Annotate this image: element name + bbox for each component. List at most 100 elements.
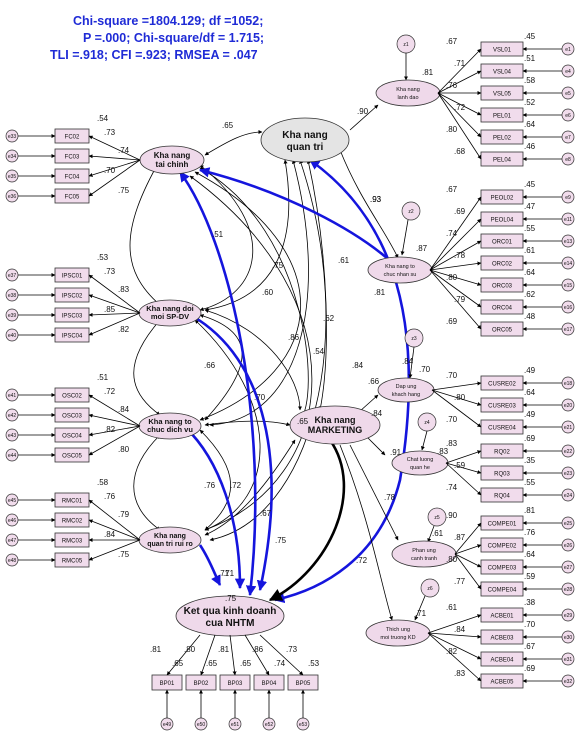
loading-arrow (429, 269, 482, 330)
loading-value: .73 (104, 267, 116, 276)
loading-value: .71 (454, 59, 466, 68)
loading-value: .81 (218, 645, 230, 654)
latent-kha-nang-tai-chinh: Kha nang tai chinh (139, 145, 205, 175)
r2-value: .65 (172, 659, 184, 668)
error-label: e33 (8, 134, 17, 140)
latent-lanh-dao: Kha nang lanh dao (375, 79, 441, 107)
indicator-label: PEOL02 (491, 196, 514, 202)
loading-value: .72 (454, 103, 466, 112)
loading-value: .69 (454, 207, 466, 216)
latent-kha-nang-quan-tri: Kha nang quan tri (260, 117, 350, 163)
indicator-label: PEL01 (493, 114, 512, 120)
indicator-label: COMPE01 (488, 522, 517, 528)
error-label: e7 (565, 135, 571, 141)
loading-value: .82 (104, 425, 116, 434)
loading-value: .83 (118, 285, 130, 294)
svg-text:z6: z6 (427, 586, 433, 592)
fit-line-1: Chi-square =1804.129; df =1052; (73, 14, 263, 28)
r2-value: .64 (524, 268, 536, 277)
error-label: e1 (565, 47, 571, 53)
error-label: e46 (8, 518, 17, 524)
correlation-value: .62 (323, 314, 335, 323)
loading-arrow (429, 240, 482, 271)
loading-value: .68 (454, 147, 466, 156)
error-label: e38 (8, 293, 17, 299)
r2-value: .58 (524, 76, 536, 85)
r2-value: .64 (524, 388, 536, 397)
svg-text:Chat luong: Chat luong (407, 457, 434, 463)
loading-value: .73 (286, 645, 298, 654)
loading-value: .90 (446, 511, 458, 520)
indicator-label: FC03 (65, 155, 80, 161)
svg-text:Kha nang: Kha nang (314, 415, 355, 425)
loading-arrow (88, 425, 141, 437)
indicator-label: BP05 (296, 681, 311, 687)
r2-value: .76 (524, 528, 536, 537)
loading-arrow (88, 274, 141, 314)
indicator-label: RMC03 (62, 539, 83, 545)
r2-latent-dung: .70 (419, 365, 431, 374)
indicator-label: IPSC04 (62, 334, 83, 340)
loading-value: .80 (184, 645, 196, 654)
r2-value: .69 (524, 664, 536, 673)
svg-text:z3: z3 (411, 336, 417, 342)
loading-value: .70 (446, 371, 458, 380)
error-label: e15 (564, 283, 573, 289)
correlation-value: .81 (374, 288, 386, 297)
r2-value: .65 (206, 659, 218, 668)
indicator-label: OSC02 (62, 394, 82, 400)
svg-text:chuc dich vu: chuc dich vu (147, 425, 193, 434)
indicator-label: OSC05 (62, 454, 82, 460)
r2-value: .64 (524, 120, 536, 129)
loading-value: .84 (118, 405, 130, 414)
indicator-label: IPSC02 (62, 294, 83, 300)
indicator-label: CUSRE04 (488, 426, 516, 432)
loading-arrow (437, 92, 482, 138)
error-label: e17 (564, 327, 573, 333)
svg-text:Kha nang to: Kha nang to (385, 264, 415, 270)
loading-value: .59 (454, 461, 466, 470)
second-order-paths (339, 104, 399, 621)
error-label: e14 (564, 261, 573, 267)
error-label: e35 (8, 174, 17, 180)
r2-value: .74 (274, 659, 286, 668)
indicator-label: PEOL04 (491, 218, 514, 224)
loading-arrow (429, 269, 482, 286)
svg-text:Kha nang: Kha nang (396, 87, 420, 93)
fit-statistics: Chi-square =1804.129; df =1052; P =.000;… (50, 14, 264, 62)
path-coefficient-pu: .78 (384, 493, 396, 502)
error-label: e5 (565, 91, 571, 97)
error-label: e40 (8, 333, 17, 339)
r2-value: .49 (524, 366, 536, 375)
loading-arrow (427, 632, 482, 639)
error-label: e22 (564, 449, 573, 455)
r2-value: .55 (524, 224, 536, 233)
error-label: e24 (564, 493, 573, 499)
loading-arrow (88, 294, 141, 314)
loading-arrow (88, 135, 141, 161)
indicator-label: COMPE04 (488, 588, 517, 594)
loading-arrow (437, 92, 482, 160)
r2-value: .38 (524, 598, 536, 607)
loading-value: .79 (118, 510, 130, 519)
indicator-label: RQ03 (494, 472, 510, 478)
loading-value: .67 (446, 185, 458, 194)
loading-value: .69 (446, 317, 458, 326)
r2-value: .58 (97, 478, 109, 487)
indicator-label: CUSRE02 (488, 382, 516, 388)
loading-value: .86 (252, 645, 264, 654)
error-label: e32 (564, 679, 573, 685)
svg-text:cua NHTM: cua NHTM (206, 618, 255, 629)
loading-arrow (454, 544, 482, 555)
correlation-value: .51 (212, 230, 224, 239)
correlation-value: .65 (297, 417, 309, 426)
svg-text:tai chinh: tai chinh (156, 160, 189, 169)
r2-latent-cl: .83 (437, 447, 449, 456)
loading-arrow (88, 159, 141, 197)
path-marketing-outcome (268, 439, 346, 602)
r2-latent-ld: .81 (422, 68, 434, 77)
loading-value: .74 (446, 483, 458, 492)
indicator-label: ORC04 (492, 306, 513, 312)
error-label: e8 (565, 157, 571, 163)
r2-value: .62 (524, 290, 536, 299)
